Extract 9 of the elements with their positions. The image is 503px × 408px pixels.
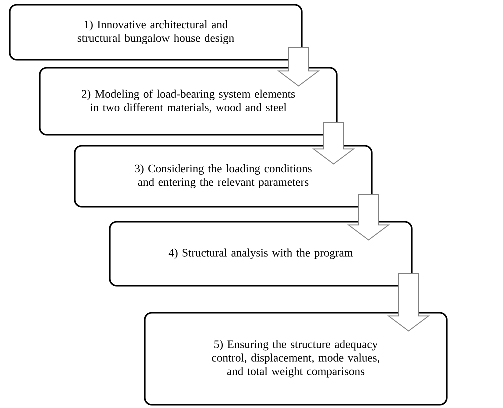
- process-box: 1) Innovative architectural and structural bungalow house design: [9, 4, 303, 61]
- block-arrow: [387, 273, 430, 332]
- process-box: 3) Considering the loading conditions and entering the relevant parameters: [74, 145, 373, 208]
- process-box: 4) Structural analysis with the program: [109, 221, 413, 287]
- block-arrow: [347, 194, 390, 241]
- process-box: 5) Ensuring the structure adequacy control, displacement, mode values, and total weight comparisons: [144, 312, 448, 406]
- process-box: 2) Modeling of load-bearing system elements in two different materials, wood and steel: [39, 67, 338, 136]
- block-arrow: [277, 47, 320, 87]
- block-arrow: [312, 122, 356, 165]
